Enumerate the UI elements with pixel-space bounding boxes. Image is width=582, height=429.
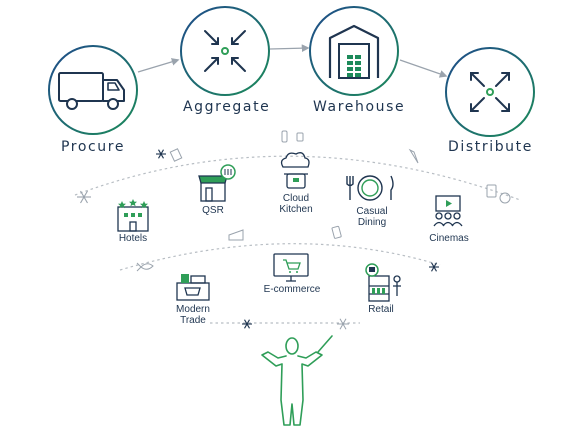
segment-label-ecommerce: E-commerce: [263, 284, 321, 295]
segment-label-dining: Dining: [357, 217, 387, 228]
diverge-arrows-icon: [470, 72, 510, 112]
segment-label-casual: Casual: [356, 206, 388, 217]
segment-label-retail: Retail: [368, 304, 394, 315]
cinema-audience-icon: [433, 195, 463, 227]
segment-label-hotels: Hotels: [118, 233, 148, 244]
modern-trade-cart-icon: [176, 274, 210, 301]
qsr-shop-icon: [198, 164, 236, 202]
segment-label-qsr: QSR: [202, 205, 224, 216]
segment-label-modern: Modern: [176, 304, 210, 315]
snowflake-icon: [77, 190, 91, 204]
truck-icon: [58, 72, 125, 110]
warehouse-node: [309, 6, 399, 96]
stage-label-distribute: Distribute: [448, 139, 533, 155]
snowflake-icon: [337, 318, 349, 330]
segment-label-cloud-kitchen: Cloud Kitchen: [270, 193, 322, 215]
juice-box-icon: [331, 225, 342, 239]
carrot-icon: [408, 148, 419, 164]
arrow-warehouse-distribute: [399, 59, 448, 78]
arrow-procure-aggregate: [137, 58, 180, 73]
dining-plate-icon: [346, 175, 394, 201]
outer-arc: [74, 155, 521, 201]
stage-label-procure: Procure: [61, 139, 126, 155]
distribute-node: [445, 47, 535, 137]
cloud-kitchen-icon: [280, 152, 310, 189]
segment-label-casual-dining: Casual Dining: [346, 206, 398, 228]
stage-label-aggregate: Aggregate: [183, 99, 271, 115]
aggregate-node: [180, 6, 270, 96]
hotel-icon: [117, 199, 149, 232]
segment-label-modern-trade: Modern Trade: [166, 304, 220, 326]
conductor-figure-icon: [261, 335, 333, 426]
cheese-icon: [486, 184, 511, 204]
segment-label-kitchen: Kitchen: [279, 204, 313, 215]
fish-icon: [136, 262, 154, 272]
middle-arc: [119, 243, 441, 271]
procure-node: [48, 45, 138, 135]
stage-label-warehouse: Warehouse: [313, 99, 406, 115]
retail-shelf-icon: [365, 263, 401, 302]
cheese-wedge-icon: [228, 229, 244, 241]
segment-label-trade: Trade: [180, 315, 206, 326]
converge-arrows-icon: [204, 30, 246, 72]
arrow-aggregate-warehouse: [269, 44, 310, 53]
snowflake-icon: [156, 149, 439, 329]
segment-label-cloud: Cloud: [282, 193, 310, 204]
warehouse-icon: [328, 24, 380, 79]
ecommerce-monitor-icon: [273, 253, 309, 282]
distribution-arcs: [74, 155, 521, 324]
stage-arrows: [137, 44, 448, 78]
milk-box-icon: [169, 148, 183, 162]
segment-label-cinemas: Cinemas: [429, 233, 469, 244]
bottle-icon: [281, 130, 304, 143]
